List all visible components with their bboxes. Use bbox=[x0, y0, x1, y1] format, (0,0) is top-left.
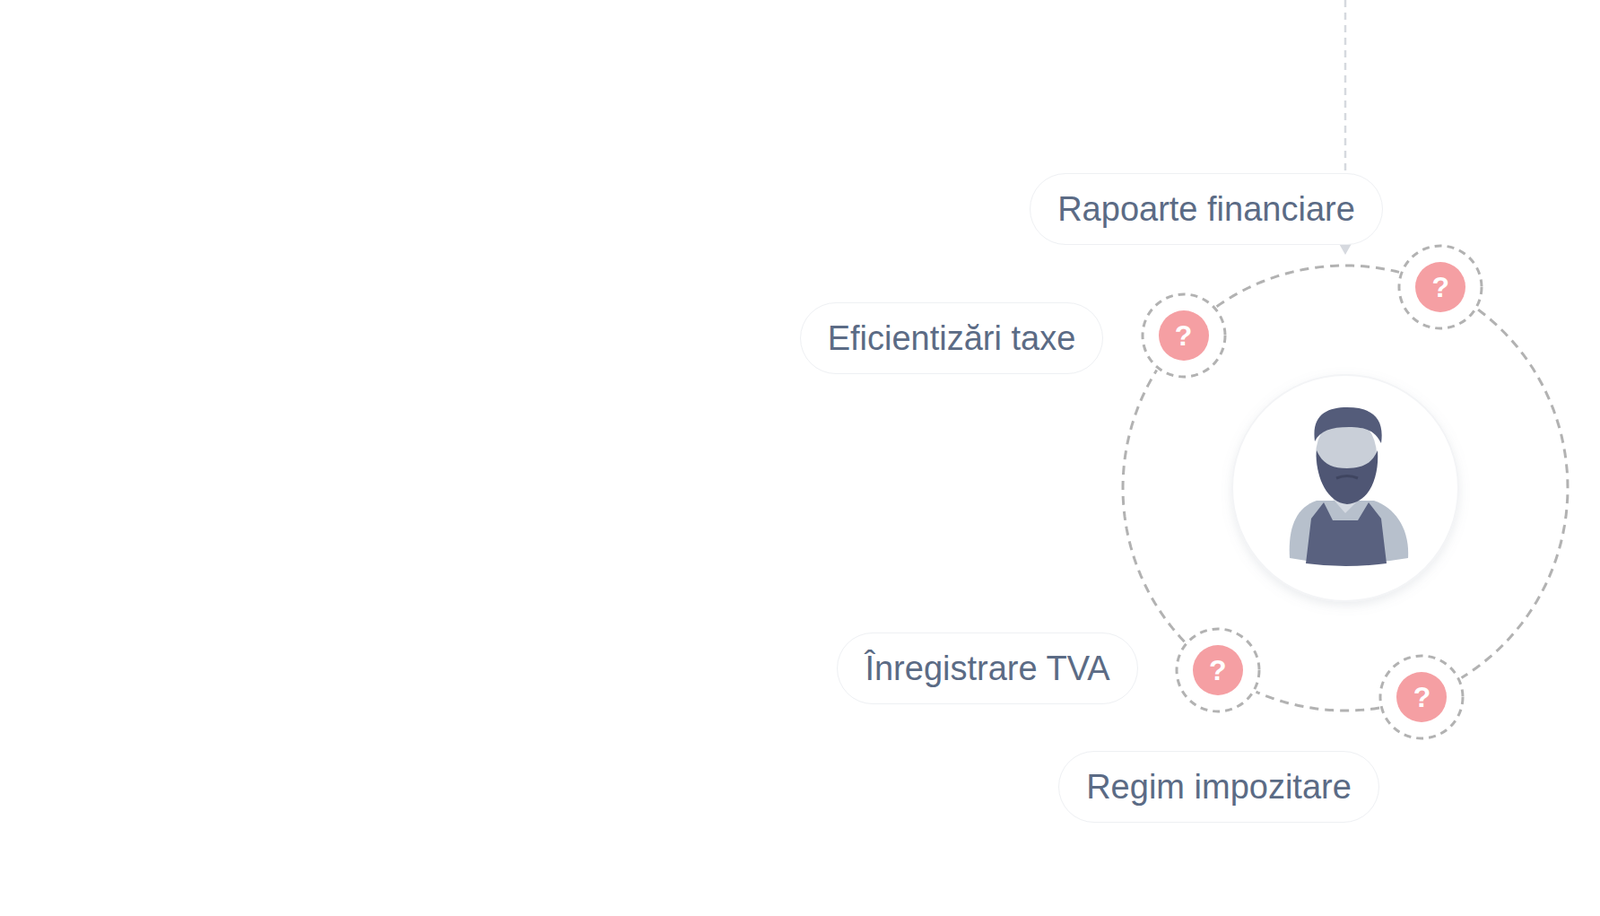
question-mark: ? bbox=[1396, 243, 1485, 331]
topic-label: Regim impozitare bbox=[1086, 767, 1352, 807]
question-mark: ? bbox=[1139, 291, 1228, 380]
topic-pill: Înregistrare TVA bbox=[836, 632, 1138, 705]
ring-arc bbox=[1122, 370, 1185, 643]
topic-label: Eficientizări taxe bbox=[827, 319, 1077, 358]
avatar-circle bbox=[1232, 374, 1459, 601]
topic-label: Înregistrare TVA bbox=[864, 649, 1110, 688]
avatar bbox=[1232, 374, 1459, 601]
avatar-hair bbox=[1313, 407, 1382, 444]
avatar-mustache bbox=[1336, 476, 1358, 479]
topic-pill: Rapoarte financiare bbox=[1029, 173, 1383, 245]
question-badge: ? bbox=[1173, 626, 1262, 714]
topic-label: Rapoarte financiare bbox=[1057, 190, 1356, 229]
question-badge: ? bbox=[1377, 652, 1466, 741]
question-badge: ? bbox=[1139, 291, 1228, 380]
ring-arc bbox=[1461, 309, 1568, 678]
topic-pill: Regim impozitare bbox=[1058, 750, 1380, 823]
ring-arc bbox=[1255, 691, 1380, 711]
question-mark: ? bbox=[1377, 652, 1466, 741]
ring-arc bbox=[1217, 265, 1400, 307]
avatar-beard bbox=[1316, 450, 1378, 505]
topic-pill: Eficientizări taxe bbox=[800, 302, 1105, 374]
question-badge: ? bbox=[1396, 243, 1485, 331]
question-mark: ? bbox=[1173, 626, 1262, 714]
